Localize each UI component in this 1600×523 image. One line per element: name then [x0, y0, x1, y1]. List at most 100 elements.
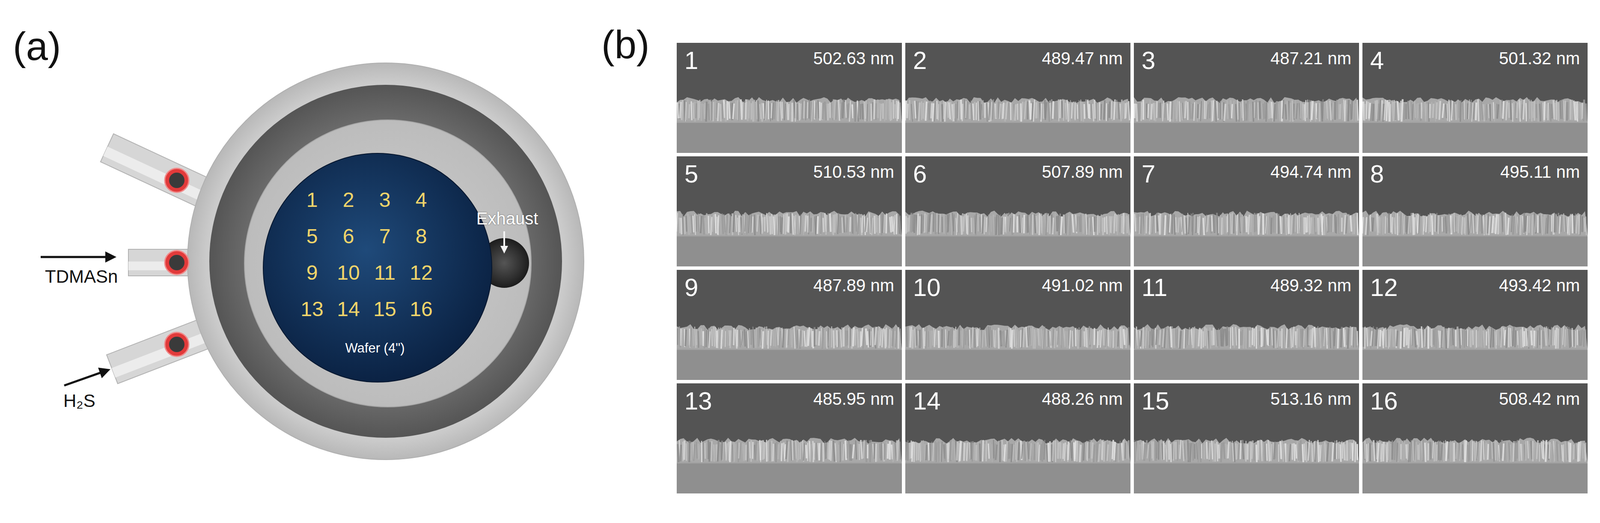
- sem-film-grain: [1525, 215, 1526, 232]
- sem-film-grain: [945, 215, 947, 235]
- sem-film-grain: [752, 326, 754, 348]
- sem-film-grain: [1255, 100, 1257, 119]
- sem-film-grain: [1474, 215, 1476, 232]
- sem-film-grain: [717, 327, 719, 348]
- sem-film-grain: [683, 440, 686, 460]
- sem-film-grain: [702, 441, 704, 462]
- sem-film-grain: [750, 440, 752, 462]
- sem-film-grain: [1505, 212, 1507, 235]
- sem-film-grain: [876, 214, 877, 233]
- sem-film-grain: [1489, 104, 1491, 122]
- sem-film-grain: [1100, 329, 1102, 348]
- sem-film-grain: [1179, 330, 1181, 349]
- sem-film-grain: [977, 327, 979, 346]
- sem-film-grain: [1094, 99, 1096, 119]
- sem-film-grain: [1323, 214, 1326, 235]
- sem-film-grain: [1062, 100, 1065, 121]
- sem-film-grain: [1206, 327, 1208, 348]
- sem-film-grain: [1467, 213, 1469, 235]
- sem-film-grain: [1389, 213, 1392, 233]
- sem-film-grain: [1225, 328, 1227, 346]
- sem-film-grain: [884, 100, 886, 122]
- sem-film-grain: [1019, 103, 1020, 122]
- sem-film-grain: [692, 215, 694, 233]
- sem-film-grain: [1167, 103, 1169, 120]
- sem-film-grain: [981, 100, 984, 120]
- sem-film-grain: [1071, 441, 1073, 461]
- sem-film-grain: [1536, 104, 1538, 119]
- sem-film-grain: [979, 327, 981, 349]
- sem-film-grain: [1581, 329, 1583, 345]
- sem-film-grain: [1552, 327, 1554, 346]
- sem-film-grain: [1442, 217, 1445, 233]
- sem-film-grain: [1235, 104, 1237, 122]
- sem-film-grain: [989, 326, 991, 345]
- sem-film-grain: [1518, 214, 1520, 235]
- sem-film-grain: [1136, 217, 1138, 232]
- sem-film-grain: [1510, 216, 1511, 236]
- sem-film-grain: [1283, 327, 1285, 348]
- sem-film-grain: [1173, 100, 1175, 122]
- sem-film-grain: [1027, 327, 1029, 346]
- sem-film-grain: [918, 216, 920, 235]
- sem-substrate: [676, 462, 902, 494]
- sem-film-grain: [931, 330, 933, 346]
- sem-film-grain: [1200, 101, 1202, 122]
- sem-film-grain: [969, 442, 971, 459]
- sem-film-grain: [887, 328, 889, 346]
- sem-film-grain: [1468, 99, 1470, 119]
- sem-film-grain: [1126, 215, 1128, 234]
- sem-film-grain: [1101, 214, 1102, 232]
- sem-film-grain: [1264, 329, 1265, 348]
- sem-film-grain: [704, 327, 705, 348]
- sem-film-grain: [1133, 103, 1136, 119]
- sem-film-grain: [1008, 103, 1010, 121]
- sem-film-grain: [734, 443, 736, 461]
- sem-film-grain: [1390, 104, 1391, 122]
- sem-film-grain: [979, 101, 981, 120]
- sem-film-grain: [933, 212, 935, 232]
- sem-film-grain: [889, 440, 891, 460]
- sem-film-grain: [714, 444, 716, 458]
- sem-film-grain: [733, 212, 735, 232]
- panel-number: 14: [913, 388, 941, 414]
- sem-film-grain: [1105, 328, 1107, 347]
- sem-film-grain: [1005, 213, 1008, 234]
- sem-film-grain: [1545, 217, 1547, 235]
- sem-film-grain: [1177, 217, 1180, 233]
- sem-film-grain: [967, 328, 969, 346]
- sem-film-grain: [842, 443, 844, 461]
- sem-film-grain: [822, 442, 824, 462]
- sem-film-grain: [1114, 213, 1116, 234]
- sem-film-grain: [1233, 327, 1236, 348]
- sem-film-grain: [1090, 215, 1092, 232]
- sem-film-grain: [910, 212, 912, 233]
- sem-film-grain: [986, 103, 988, 122]
- sem-film-grain: [769, 441, 771, 461]
- sem-film-grain: [1052, 328, 1054, 345]
- sem-film-grain: [1084, 104, 1085, 119]
- sem-film-grain: [943, 101, 945, 119]
- sem-film-grain: [1049, 215, 1051, 234]
- sem-film-grain: [1249, 104, 1250, 122]
- sem-film-grain: [1105, 103, 1107, 121]
- sem-film-grain: [1403, 103, 1406, 120]
- sem-film-grain: [826, 103, 830, 121]
- sem-film-grain: [885, 213, 887, 234]
- sem-film-grain: [1537, 215, 1539, 233]
- sem-substrate: [905, 348, 1131, 380]
- sem-film-grain: [800, 441, 801, 459]
- sem-film-grain: [1281, 217, 1283, 233]
- sem-film-grain: [1450, 330, 1452, 346]
- sem-film-grain: [938, 104, 939, 121]
- sem-film-grain: [706, 213, 708, 235]
- sem-film-grain: [715, 214, 717, 234]
- sem-film-grain: [1388, 212, 1390, 233]
- sem-film-grain: [838, 216, 842, 233]
- sem-film-grain: [1193, 326, 1195, 348]
- sem-film-grain: [1230, 327, 1232, 349]
- film-thickness: 488.26 nm: [1041, 389, 1123, 408]
- sem-film-grain: [1169, 213, 1171, 233]
- film-thickness: 487.21 nm: [1270, 49, 1352, 67]
- sem-film-grain: [1526, 100, 1529, 122]
